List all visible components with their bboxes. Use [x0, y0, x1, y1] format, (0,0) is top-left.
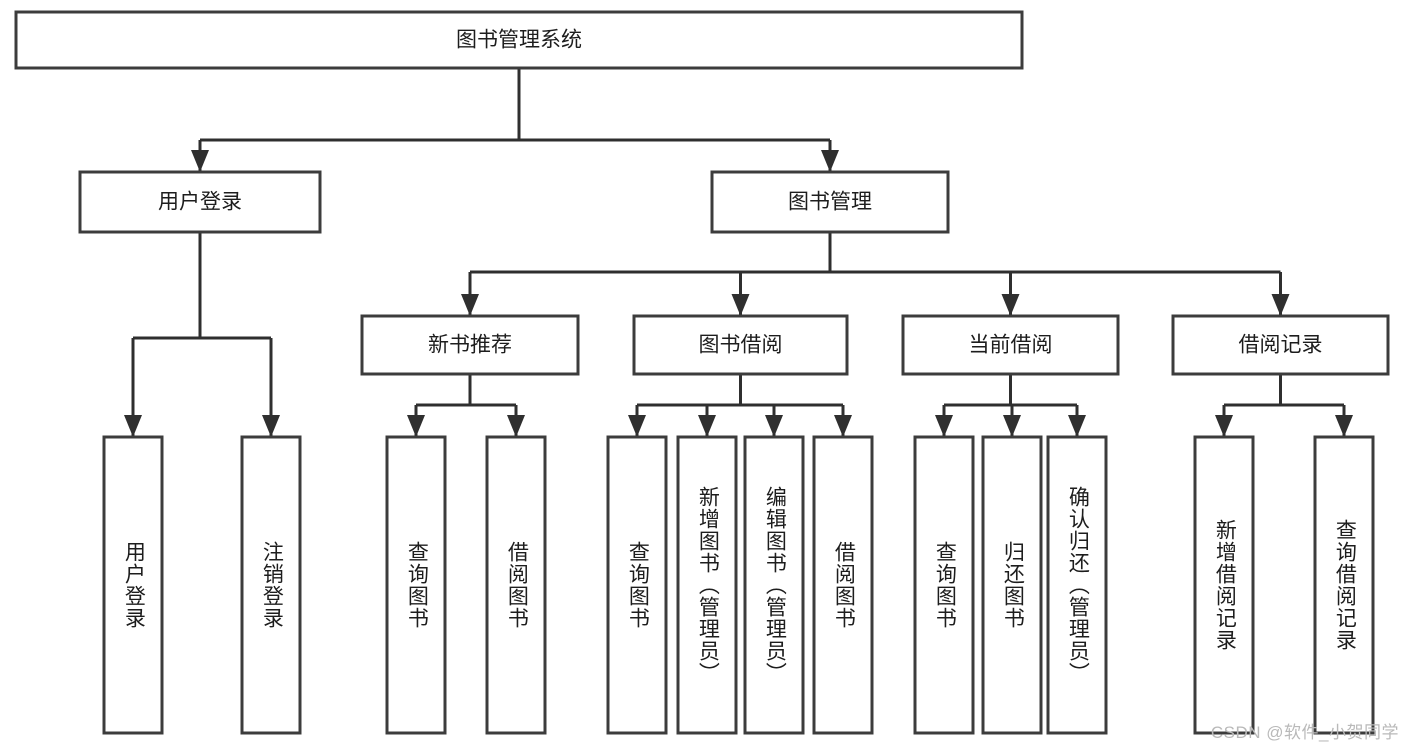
node-new-book-recommend-label: 新书推荐: [428, 334, 512, 357]
node-book-borrow[interactable]: [632, 314, 849, 376]
arrow-head-icon: [507, 415, 525, 437]
box-layer: [14, 10, 1390, 735]
watermark: CSDN @软件_小贺同学: [1210, 723, 1399, 742]
arrow-head-icon: [1001, 294, 1020, 316]
node-user-login[interactable]: [78, 170, 322, 234]
arrow-head-icon: [731, 294, 750, 316]
node-book-management-label: 图书管理: [788, 191, 872, 214]
arrow-head-icon: [262, 415, 280, 437]
node-leaf-user-login[interactable]: [102, 435, 164, 735]
node-new-book-recommend[interactable]: [360, 314, 580, 376]
node-leaf-logout[interactable]: [240, 435, 302, 735]
node-book-borrow-label: 图书借阅: [699, 334, 783, 357]
node-book-management[interactable]: [710, 170, 950, 234]
node-leaf-borrow-book-2[interactable]: [812, 435, 874, 735]
node-leaf-add-book[interactable]: [676, 435, 738, 735]
node-borrow-record-label: 借阅记录: [1239, 334, 1323, 357]
arrow-head-icon: [1335, 415, 1353, 437]
node-leaf-query-record[interactable]: [1313, 435, 1375, 735]
arrow-head-icon: [191, 150, 209, 172]
node-current-borrow-label: 当前借阅: [969, 334, 1053, 357]
node-leaf-edit-book[interactable]: [743, 435, 805, 735]
arrow-head-icon: [935, 415, 953, 437]
arrow-head-icon: [698, 415, 716, 437]
arrow-head-icon: [765, 415, 783, 437]
node-borrow-record[interactable]: [1171, 314, 1390, 376]
arrow-head-icon: [628, 415, 646, 437]
node-root[interactable]: [14, 10, 1024, 70]
node-leaf-add-record[interactable]: [1193, 435, 1255, 735]
arrow-head-icon: [124, 415, 142, 437]
arrow-head-icon: [407, 415, 425, 437]
node-current-borrow[interactable]: [901, 314, 1120, 376]
node-root-label: 图书管理系统: [456, 29, 582, 52]
arrow-head-icon: [461, 294, 479, 316]
arrow-head-icon: [1068, 415, 1086, 437]
connector-layer: [124, 68, 1353, 437]
arrow-head-icon: [1271, 294, 1290, 316]
node-leaf-confirm-return[interactable]: [1046, 435, 1108, 735]
arrow-head-icon: [821, 150, 839, 172]
arrow-head-icon: [834, 415, 852, 437]
node-leaf-query-book-2[interactable]: [606, 435, 668, 735]
node-leaf-borrow-book-1[interactable]: [485, 435, 547, 735]
node-leaf-return-book[interactable]: [981, 435, 1043, 735]
arrow-head-icon: [1003, 415, 1021, 437]
node-leaf-query-book-1[interactable]: [385, 435, 447, 735]
node-user-login-label: 用户登录: [158, 191, 242, 214]
node-leaf-query-book-3[interactable]: [913, 435, 975, 735]
arrow-head-icon: [1215, 415, 1233, 437]
